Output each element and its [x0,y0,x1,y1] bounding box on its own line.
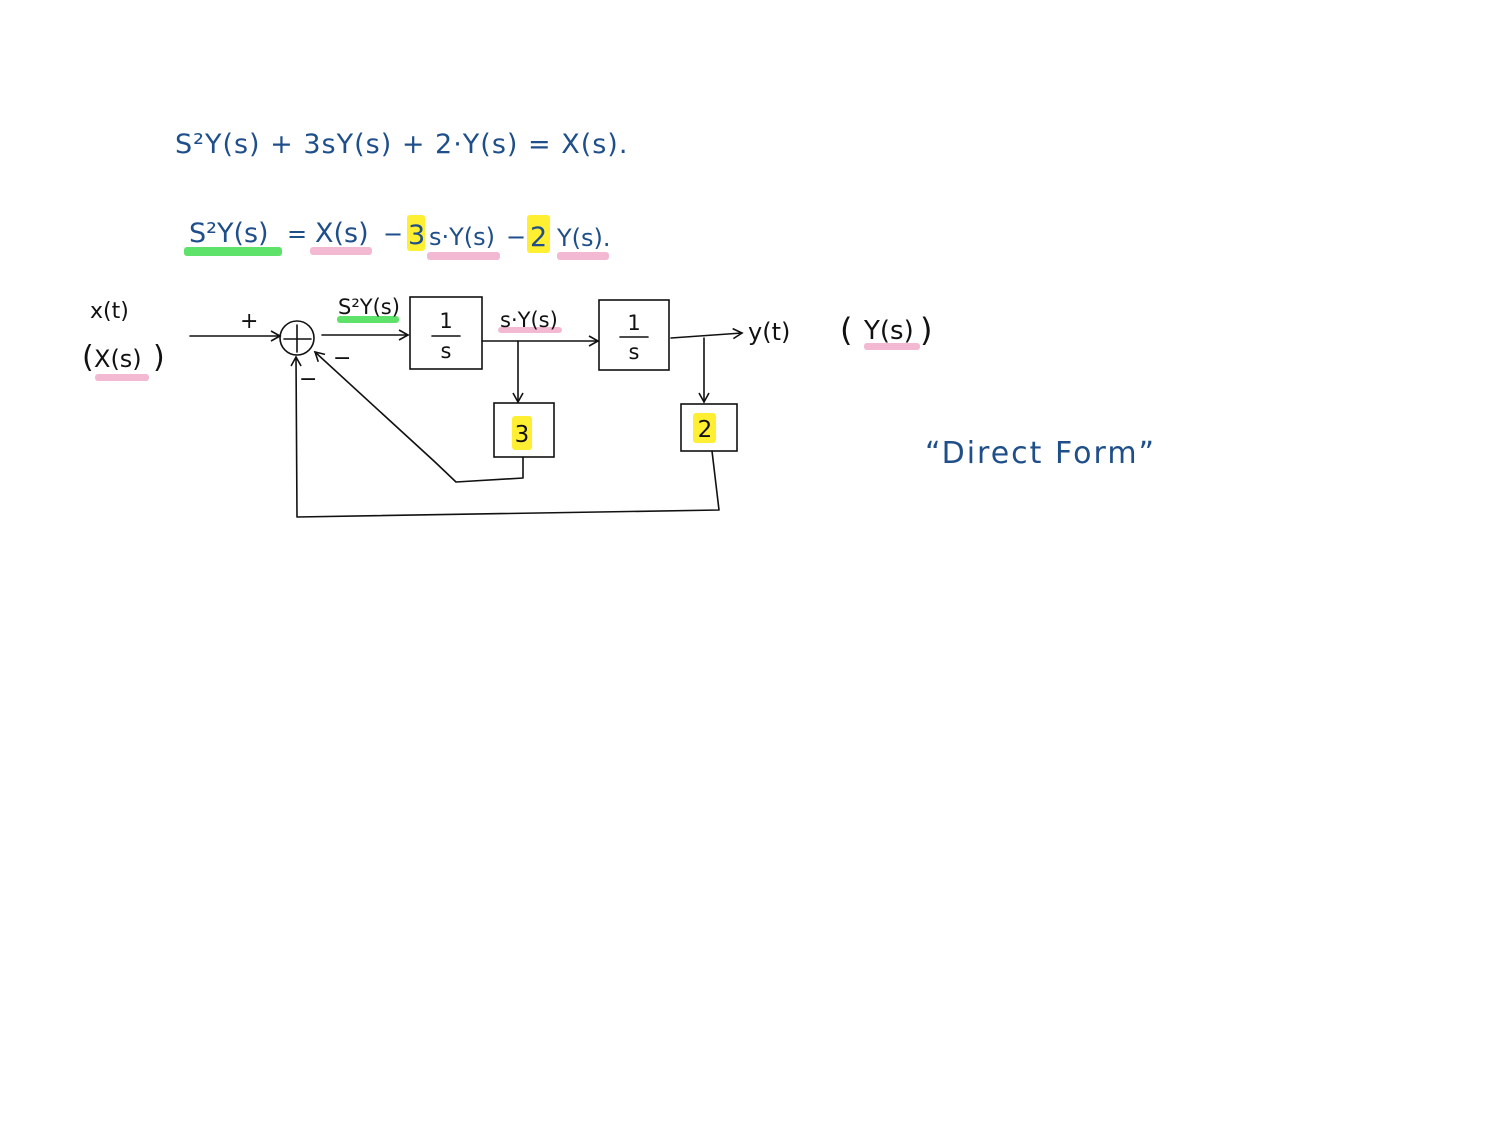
equation-1: S²Y(s) + 3sY(s) + 2·Y(s) = X(s). [175,129,628,160]
feedback-path-gain-2 [290,355,720,518]
feedback-path-gain-3 [313,350,524,483]
gain-2-block [680,403,738,452]
equation-2-sy-term: s·Y(s) [429,223,495,251]
gain-3-value: 3 [515,422,530,448]
equation-2-coef-3: 3 [408,220,425,251]
equation-2-equals: = [287,220,307,248]
input-laplace-open-paren: ( [82,340,94,375]
highlight-pink-output [864,343,920,350]
integrator-2-denominator: s [629,340,640,364]
output-time-label: y(t) [748,318,790,346]
integrator-2-block [598,299,670,371]
equation-2-coef-2: 2 [530,222,547,253]
highlight-yellow-gain-3 [512,416,532,450]
highlight-yellow-2 [527,215,550,253]
highlight-yellow-gain-2 [693,413,716,443]
equation-2-lhs: S²Y(s) [189,218,269,249]
plus-sign: + [240,309,258,334]
output-laplace-close-paren: ) [920,311,932,349]
output-laplace-label: Y(s) [863,316,914,346]
direct-form-caption: “Direct Form” [925,436,1156,471]
integrator-1-denominator: s [441,339,452,363]
gain-2-value: 2 [698,417,713,443]
highlight-pink-y [557,252,609,260]
minus-sign-right: − [333,346,351,371]
integrator-1-block [409,296,483,370]
highlight-pink-sy-signal [498,327,562,333]
equation-2-minus-1: − [383,220,403,248]
equation-2-y-term: Y(s). [556,224,611,252]
signal-sy-label: s·Y(s) [500,308,558,332]
output-arrow [670,327,744,340]
gain-3-block [493,402,555,458]
highlight-pink-x [310,247,372,255]
output-laplace-open-paren: ( [840,311,852,349]
input-laplace-label: X(s) [94,345,142,373]
equation-2-minus-2: − [506,223,526,251]
signal-s2y-label: S²Y(s) [338,295,400,319]
highlight-pink-sy [427,252,500,260]
input-time-label: x(t) [90,299,129,324]
equation-2-x-term: X(s) [315,218,369,249]
highlight-pink-input [95,374,149,381]
summing-junction [279,320,315,356]
integrator-1-numerator: 1 [439,309,452,333]
integrator-2-numerator: 1 [627,311,640,335]
highlight-yellow-3 [407,215,425,251]
minus-sign-bottom: − [299,367,317,392]
highlight-green-s2y [337,316,399,323]
input-laplace-close-paren: ) [153,340,165,375]
highlight-green-lhs [184,247,282,256]
